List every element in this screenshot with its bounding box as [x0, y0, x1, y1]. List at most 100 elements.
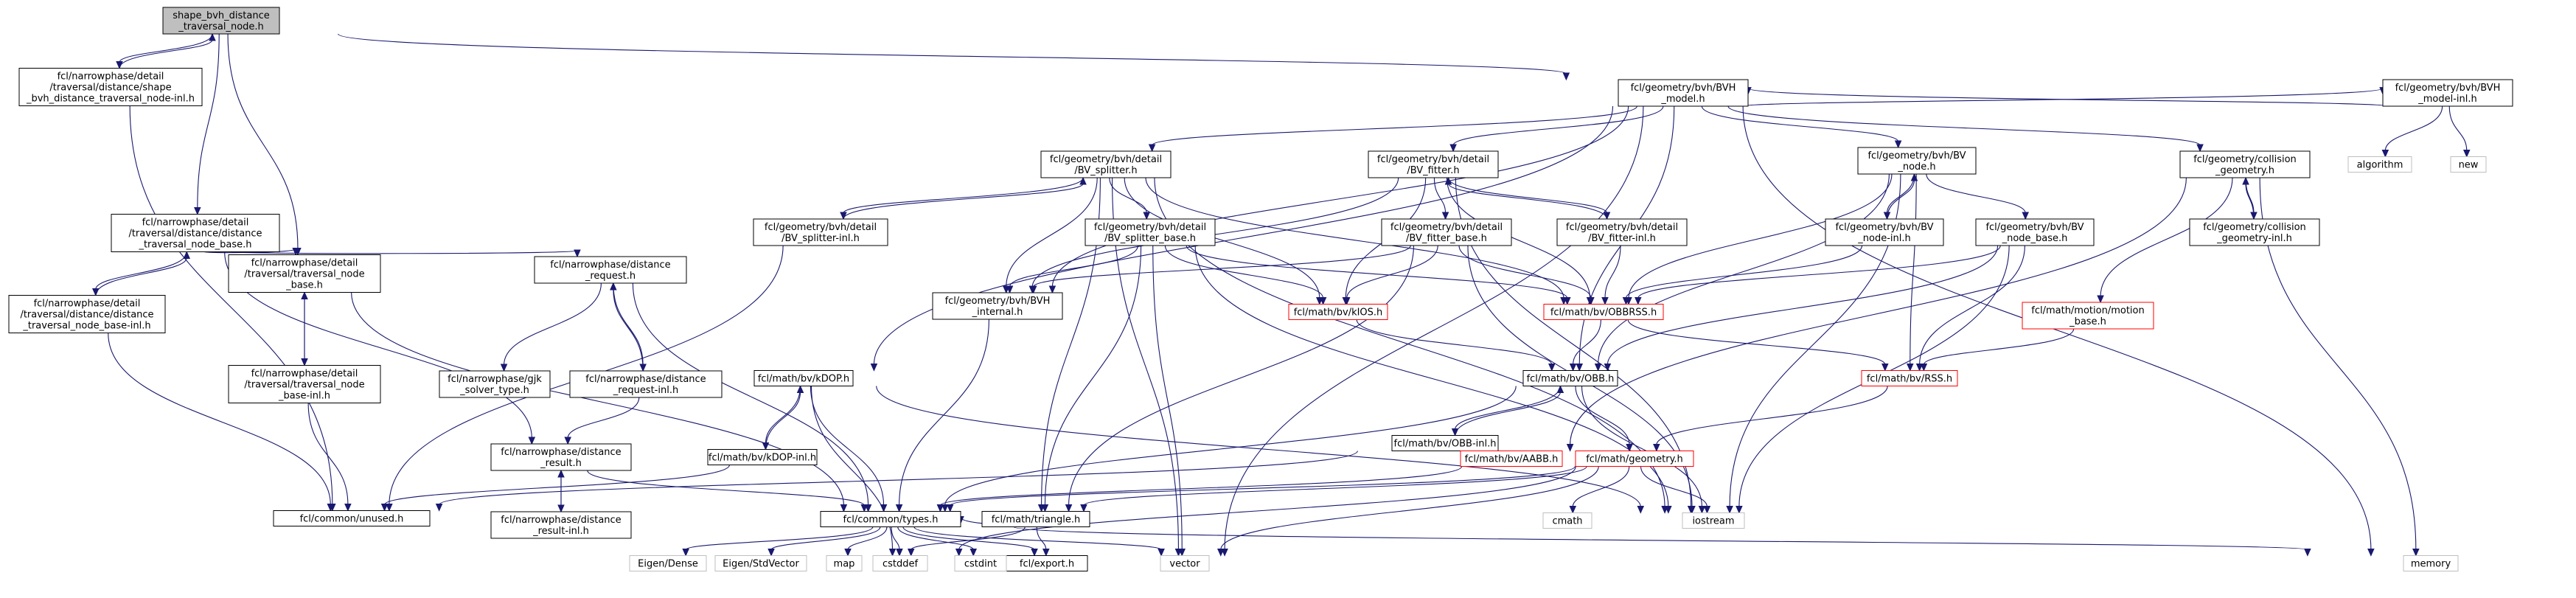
edge-arrowhead	[1637, 506, 1645, 514]
node-box	[490, 511, 632, 539]
node-sbdtn_inl[interactable]: fcl/narrowphase/detail/traversal/distanc…	[18, 68, 203, 106]
node-unused[interactable]: fcl/common/unused.h	[273, 510, 431, 526]
node-dtnb[interactable]: fcl/narrowphase/detail/traversal/distanc…	[111, 214, 280, 252]
node-dres[interactable]: fcl/narrowphase/distance_result.h	[490, 443, 632, 471]
node-label-line: _request.h	[585, 271, 636, 282]
node-dtnb_inl[interactable]: fcl/narrowphase/detail/traversal/distanc…	[8, 295, 166, 333]
node-bv_splitter_base[interactable]: fcl/geometry/bvh/detail/BV_splitter_base…	[1085, 218, 1216, 246]
edge-arrowhead	[1143, 212, 1150, 220]
node-aabb[interactable]: fcl/math/bv/AABB.h	[1460, 451, 1563, 467]
edge-arrowhead	[194, 207, 201, 215]
node-dres_inl[interactable]: fcl/narrowphase/distance_result-inl.h	[490, 511, 632, 539]
node-tnb[interactable]: fcl/narrowphase/detail/traversal/travers…	[228, 254, 381, 293]
node-bv_fitter[interactable]: fcl/geometry/bvh/detail/BV_fitter.h	[1368, 150, 1499, 178]
node-label-line: fcl/geometry/bvh/BV	[1867, 150, 1966, 161]
node-obb_inl[interactable]: fcl/math/bv/OBB-inl.h	[1391, 435, 1499, 451]
edge-rss-to-geometry	[1653, 386, 1888, 452]
edge-arrowhead	[1080, 504, 1087, 512]
edge-line	[2245, 183, 2255, 220]
node-label-line: _model.h	[1660, 94, 1705, 105]
edge-line	[129, 105, 333, 505]
edge-arrowhead	[1319, 297, 1327, 305]
node-dreq_inl[interactable]: fcl/narrowphase/distance_request-inl.h	[569, 370, 723, 398]
edge-line	[2384, 105, 2443, 151]
edge-arrowhead	[2381, 150, 2389, 158]
edge-line	[1124, 177, 1320, 299]
edge-arrowhead	[907, 549, 915, 557]
node-obb[interactable]: fcl/math/bv/OBB.h	[1522, 370, 1618, 386]
edge-kios-to-obb	[1356, 319, 1556, 372]
edge-arrowhead	[528, 437, 536, 445]
node-obbrss[interactable]: fcl/math/bv/OBBRSS.h	[1543, 304, 1664, 320]
edge-line	[1186, 245, 1568, 299]
edge-line	[2259, 177, 2417, 550]
node-coll_geom[interactable]: fcl/geometry/collision_geometry.h	[2179, 150, 2311, 178]
node-bv_fitter_inl[interactable]: fcl/geometry/bvh/detail/BV_fitter-inl.h	[1556, 218, 1688, 246]
edge-arrowhead	[500, 364, 508, 372]
edge-dtnb-to-dtnb_inl	[91, 251, 187, 296]
node-box	[1682, 512, 1745, 529]
edge-line	[1164, 245, 1324, 299]
node-bvh_internal[interactable]: fcl/geometry/bvh/BVH_internal.h	[932, 292, 1063, 320]
edge-arrowhead	[840, 212, 847, 220]
node-kios[interactable]: fcl/math/bv/kIOS.h	[1288, 304, 1388, 320]
node-vector: vector	[1160, 555, 1210, 571]
node-bv_node[interactable]: fcl/geometry/bvh/BV_node.h	[1857, 147, 1977, 175]
node-bvh_model[interactable]: fcl/geometry/bvh/BVH_model.h	[1618, 79, 1749, 107]
node-box	[1618, 79, 1749, 107]
edge-line	[1446, 177, 1591, 299]
node-dreq[interactable]: fcl/narrowphase/distance_request.h	[534, 256, 687, 284]
node-bv_node_base[interactable]: fcl/geometry/bvh/BV_node_base.h	[1975, 218, 2095, 246]
node-gjk[interactable]: fcl/narrowphase/gjk_solver_type.h	[439, 370, 551, 398]
node-triangle[interactable]: fcl/math/triangle.h	[981, 511, 1090, 527]
edge-arrowhead	[1178, 549, 1186, 557]
node-map: map	[826, 555, 863, 571]
edge-line	[765, 386, 801, 444]
edge-line	[1452, 105, 1664, 146]
edge-arrowhead	[1688, 506, 1696, 514]
node-kdop_inl[interactable]: fcl/math/bv/kDOP-inl.h	[707, 449, 818, 465]
node-root[interactable]: shape_bvh_distance_traversal_node.h	[162, 7, 280, 35]
node-geometry[interactable]: fcl/math/geometry.h	[1575, 451, 1694, 467]
node-bv_node_inl[interactable]: fcl/geometry/bvh/BV_node-inl.h	[1825, 218, 1944, 246]
node-kdop[interactable]: fcl/math/bv/kDOP.h	[753, 370, 854, 386]
node-label-line: /traversal/distance/shape	[49, 83, 171, 94]
edge-bv_node_base-to-obb	[1604, 245, 1999, 372]
node-tnb_inl[interactable]: fcl/narrowphase/detail/traversal/travers…	[228, 365, 381, 403]
edge-line	[1152, 245, 1183, 550]
node-bvh_model_inl[interactable]: fcl/geometry/bvh/BVH_model-inl.h	[2382, 79, 2513, 107]
edge-arrowhead	[344, 504, 352, 512]
node-box	[1522, 370, 1618, 386]
node-rss[interactable]: fcl/math/bv/RSS.h	[1861, 370, 1958, 386]
edge-arrowhead	[1569, 506, 1577, 514]
edge-types-to-cstdint	[897, 526, 978, 557]
node-label-line: new	[2459, 160, 2479, 171]
node-types[interactable]: fcl/common/types.h	[820, 511, 961, 527]
edge-line	[1458, 245, 1592, 299]
node-bv_fitter_base[interactable]: fcl/geometry/bvh/detail/BV_fitter_base.h	[1381, 218, 1512, 246]
node-box	[228, 254, 381, 293]
node-motion_base[interactable]: fcl/math/motion/motion_base.h	[2022, 302, 2154, 330]
node-box	[18, 68, 203, 106]
node-label-line: fcl/geometry/bvh/detail	[1050, 154, 1162, 165]
node-export[interactable]: fcl/export.h	[1006, 555, 1088, 571]
node-bv_splitter_inl[interactable]: fcl/geometry/bvh/detail/BV_splitter-inl.…	[753, 218, 888, 246]
node-label-line: fcl/math/bv/kDOP.h	[758, 374, 849, 385]
edge-bvh_model-to-bvh_model_inl	[1744, 87, 2387, 107]
edge-arrowhead	[1217, 549, 1225, 557]
node-coll_geom_inl[interactable]: fcl/geometry/collision_geometry-inl.h	[2189, 218, 2320, 246]
edge-arrowhead	[955, 549, 963, 557]
edge-line	[632, 282, 869, 506]
node-box	[1368, 150, 1499, 178]
edge-arrowhead	[767, 549, 775, 557]
node-box	[932, 292, 1063, 320]
node-label-line: fcl/math/bv/kIOS.h	[1294, 307, 1383, 319]
node-box	[490, 443, 632, 471]
edge-line	[765, 392, 801, 450]
node-label-line: Eigen/StdVector	[723, 559, 799, 570]
edge-arrowhead	[1564, 297, 1571, 305]
node-bv_splitter[interactable]: fcl/geometry/bvh/detail/BV_splitter.h	[1040, 150, 1172, 178]
nodes-layer: shape_bvh_distance_traversal_node.h fcl/n…	[8, 7, 2513, 571]
node-box	[273, 510, 431, 526]
edge-line	[197, 33, 220, 209]
